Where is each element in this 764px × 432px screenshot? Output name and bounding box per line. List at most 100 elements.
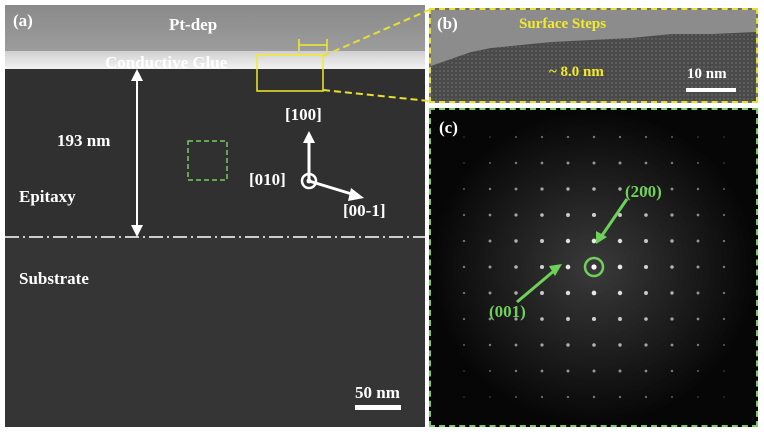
arrow-001	[516, 268, 556, 304]
diffraction-spot	[462, 291, 466, 295]
thickness-arrow-top	[131, 69, 143, 81]
diffraction-spot	[644, 369, 648, 373]
diffraction-spot	[644, 213, 648, 217]
diffraction-spot	[670, 187, 674, 191]
diffraction-spot	[670, 265, 674, 269]
diffraction-spot	[566, 187, 570, 191]
diffraction-spot	[723, 136, 725, 138]
pt-dep-label: Pt-dep	[169, 15, 218, 34]
panel-c-drawing	[431, 110, 756, 425]
diffraction-spot	[515, 396, 517, 398]
diffraction-spot	[488, 369, 492, 373]
thickness-label: 193 nm	[57, 131, 111, 150]
epitaxy-label: Epitaxy	[19, 187, 76, 206]
diffraction-spot	[618, 187, 622, 191]
diffraction-spot	[514, 369, 518, 373]
hrtem-surface-panel: (b) Surface Steps ~ 8.0 nm 10 nm	[429, 8, 758, 103]
diffraction-spot	[488, 343, 492, 347]
arrow-200	[599, 198, 629, 238]
diffraction-spot	[540, 239, 544, 243]
diffraction-spot	[697, 136, 699, 138]
direction-100-label: [100]	[285, 105, 322, 124]
diffraction-spot	[644, 239, 648, 243]
diffraction-spot	[514, 317, 518, 321]
diffraction-spot	[566, 369, 570, 373]
spot-200-label: (200)	[625, 182, 662, 201]
center-spot-circle	[583, 256, 605, 278]
diffraction-spot	[697, 396, 699, 398]
diffraction-spot	[644, 135, 648, 139]
diffraction-spot	[488, 239, 492, 243]
panel-a-drawing	[5, 5, 425, 427]
diffraction-spot	[618, 369, 622, 373]
diffraction-spot	[463, 188, 465, 190]
diffraction-spot	[514, 343, 518, 347]
diffraction-spot	[539, 264, 545, 270]
diffraction-spot	[723, 396, 725, 398]
diffraction-spot	[618, 213, 622, 217]
diffraction-spot	[463, 162, 465, 164]
substrate-layer	[5, 237, 425, 427]
diffraction-spot	[540, 187, 544, 191]
substrate-label: Substrate	[19, 269, 89, 288]
surface-steps-label: Surface Steps	[519, 16, 607, 32]
diffraction-spot	[540, 135, 544, 139]
diffraction-spot	[644, 317, 648, 321]
diffraction-spot	[591, 264, 597, 270]
scale-bar-b	[686, 88, 736, 92]
diffraction-spot	[618, 161, 622, 165]
diffraction-spot	[540, 291, 544, 295]
diffraction-spot	[696, 291, 700, 295]
diffraction-spot	[722, 213, 726, 217]
panel-b-label: (b)	[437, 14, 458, 33]
diffraction-spot	[592, 161, 596, 165]
diffraction-spot	[566, 317, 570, 321]
diffraction-spot	[462, 213, 466, 217]
diffraction-spot	[696, 239, 700, 243]
diffraction-spot	[643, 264, 649, 270]
diffraction-spot	[591, 212, 597, 218]
thickness-arrow-bottom	[131, 225, 143, 237]
conductive-glue-label: Conductive Glue	[105, 53, 228, 72]
diffraction-spot	[696, 317, 700, 321]
diffraction-spots	[462, 135, 726, 399]
diffraction-spot	[723, 370, 725, 372]
panel-c-label: (c)	[439, 118, 458, 137]
scale-bar-a	[355, 405, 401, 410]
fft-pattern-panel: (c) (200) (001)	[429, 108, 758, 427]
diffraction-spot	[462, 317, 466, 321]
diffraction-spot	[489, 396, 491, 398]
diffraction-spot	[722, 291, 726, 295]
diffraction-spot	[618, 135, 622, 139]
diffraction-spot	[540, 317, 544, 321]
diffraction-spot	[618, 317, 622, 321]
diffraction-spot	[488, 161, 492, 165]
direction-010-label: [010]	[249, 170, 286, 189]
diffraction-spot	[591, 290, 597, 296]
diffraction-spot	[462, 239, 466, 243]
diffraction-spot	[489, 136, 491, 138]
diffraction-spot	[644, 187, 648, 191]
diffraction-spot	[696, 369, 700, 373]
crystal-region	[431, 32, 756, 101]
diffraction-spot	[592, 343, 596, 347]
diffraction-spot	[644, 343, 648, 347]
diffraction-spot	[670, 291, 674, 295]
scale-b-label: 10 nm	[687, 66, 727, 82]
spot-001-label: (001)	[489, 302, 526, 321]
axis-010-symbol	[300, 172, 318, 190]
diffraction-spot	[670, 213, 674, 217]
diffraction-spot	[463, 370, 465, 372]
diffraction-spot	[617, 290, 623, 296]
diffraction-spot	[515, 136, 517, 138]
diffraction-spot	[670, 369, 674, 373]
diffraction-spot	[644, 161, 648, 165]
diffraction-spot	[592, 187, 596, 191]
diffraction-spot	[696, 343, 700, 347]
diffraction-spot	[514, 265, 518, 269]
diffraction-spot	[488, 291, 492, 295]
diffraction-spot	[566, 343, 570, 347]
diffraction-spot	[696, 213, 700, 217]
panel-b-drawing	[431, 10, 756, 101]
panel-a-label: (a)	[13, 11, 33, 30]
